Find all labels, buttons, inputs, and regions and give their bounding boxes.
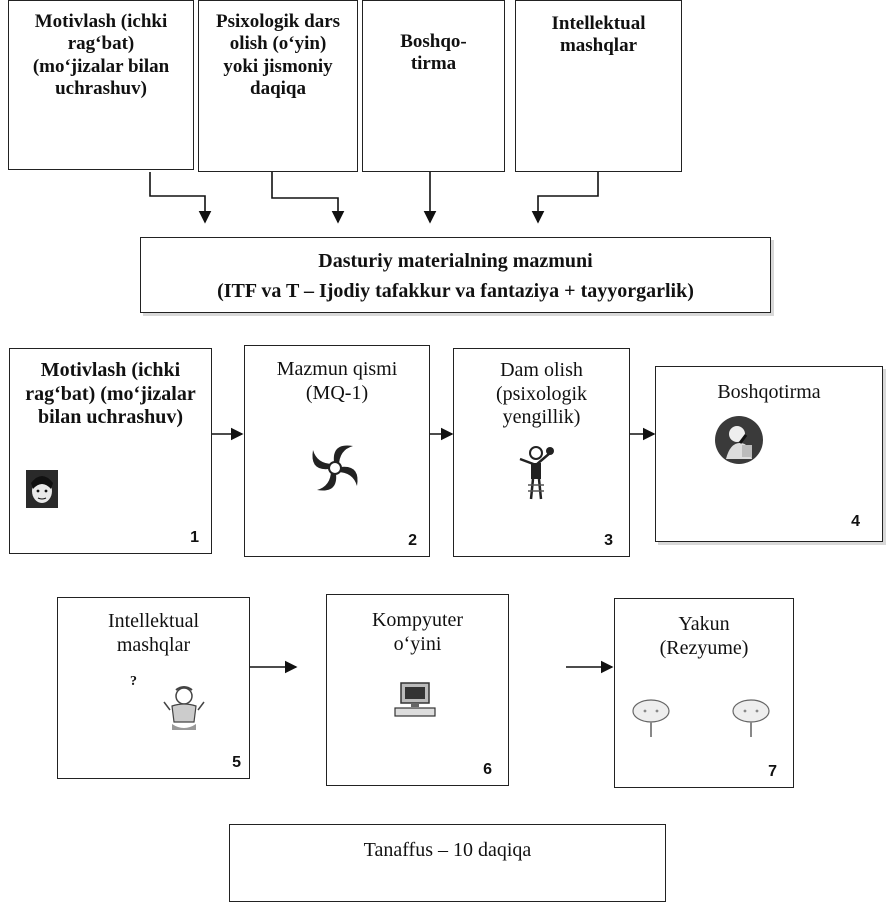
- step-7-label: Yakun (Rezyume): [659, 613, 749, 659]
- step-2-label: Mazmun qismi (MQ-1): [276, 358, 398, 404]
- top-box-puzzle: Boshqo-tirma: [362, 0, 505, 172]
- step-3-box: Dam olish (psixologik yengillik) 3: [453, 348, 630, 557]
- step-2-box: Mazmun qismi (MQ-1) 2: [244, 345, 430, 557]
- step-7-box: Yakun (Rezyume) 7: [614, 598, 794, 788]
- step-4-box: Boshqotirma 4: [655, 366, 883, 542]
- girl-face-icon: [26, 470, 58, 508]
- step-4-number: 4: [851, 513, 860, 530]
- thinking-person-icon: [715, 416, 763, 464]
- exercising-person-icon: [519, 446, 554, 500]
- top-box-psychology: Psixologik dars olish (o‘yin) yoki jismo…: [198, 0, 358, 172]
- top-box-intellectual: Intellektual mashqlar: [515, 0, 682, 172]
- break-label: Tanaffus – 10 daqiqa: [363, 839, 532, 861]
- top-box-psychology-label: Psixologik dars olish (o‘yin) yoki jismo…: [215, 11, 341, 100]
- step-5-label: Intellektual mashqlar: [107, 610, 200, 656]
- step-1-number: 1: [190, 529, 199, 546]
- step-2-number: 2: [408, 532, 417, 549]
- step-5-number: 5: [232, 754, 241, 771]
- program-content-box: Dasturiy materialning mazmuni (ITF va T …: [140, 237, 771, 313]
- step-7-number: 7: [768, 763, 777, 780]
- computer-icon: [394, 682, 436, 717]
- question-mark-icon: ?: [130, 674, 137, 689]
- step-1-label: Motivlash (ichki rag‘bat) (mo‘jizalar bi…: [25, 359, 196, 429]
- step-5-box: Intellektual mashqlar ? 5: [57, 597, 250, 779]
- program-content-subtitle: (ITF va T – Ijodiy tafakkur va fantaziya…: [217, 279, 694, 302]
- step-3-label: Dam olish (psixologik yengillik): [495, 359, 588, 429]
- top-box-intellectual-label: Intellektual mashqlar: [551, 13, 646, 57]
- puzzled-person-icon: [163, 686, 205, 730]
- spiral-icon: [312, 445, 358, 491]
- step-4-label: Boshqotirma: [717, 381, 821, 403]
- step-1-box: Motivlash (ichki rag‘bat) (mo‘jizalar bi…: [9, 348, 212, 554]
- program-content-title: Dasturiy materialning mazmuni: [318, 250, 593, 272]
- two-children-icon: [632, 699, 770, 737]
- top-box-motivation: Motivlash (ichki rag‘bat) (mo‘jizalar bi…: [8, 0, 194, 170]
- step-3-number: 3: [604, 532, 613, 549]
- step-6-label: Kompyuter o‘yini: [371, 609, 464, 655]
- top-box-puzzle-label: Boshqo-tirma: [400, 31, 467, 75]
- top-box-motivation-label: Motivlash (ichki rag‘bat) (mo‘jizalar bi…: [32, 11, 170, 100]
- step-6-box: Kompyuter o‘yini 6: [326, 594, 509, 786]
- step-6-number: 6: [483, 761, 492, 778]
- break-box: Tanaffus – 10 daqiqa: [229, 824, 666, 902]
